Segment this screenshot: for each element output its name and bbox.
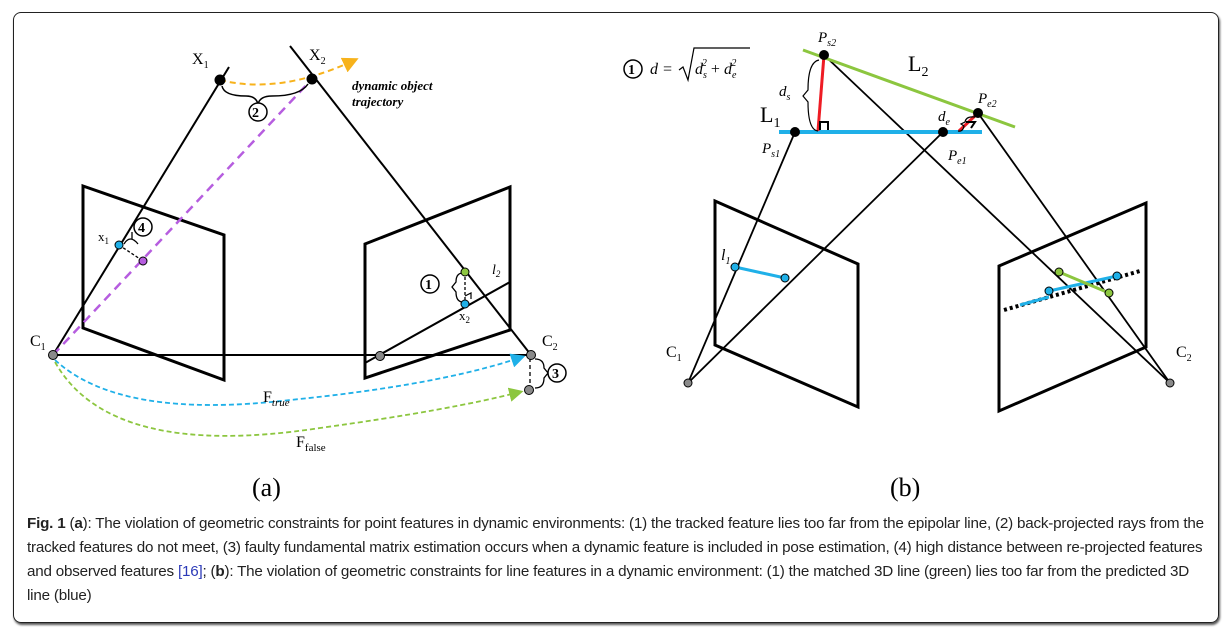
svg-text:3: 3 xyxy=(552,367,559,382)
svg-text:C1: C1 xyxy=(666,344,682,364)
svg-text:x1: x1 xyxy=(98,229,109,246)
panel-b xyxy=(623,47,1175,414)
svg-text:Ps1: Ps1 xyxy=(761,141,780,160)
svg-text:l2: l2 xyxy=(492,263,501,279)
svg-text:C1: C1 xyxy=(30,333,46,353)
panel-a-labels: 2 1 3 4 X1 X2 dynamic object trajectory … xyxy=(30,47,559,502)
point-X1 xyxy=(214,74,226,86)
brace-ds xyxy=(802,59,820,132)
panel-a-label: (a) xyxy=(252,473,281,502)
point-X2 xyxy=(306,73,318,85)
svg-text:dynamic object: dynamic object xyxy=(352,78,433,93)
svg-text:Pe2: Pe2 xyxy=(977,91,997,110)
svg-text:l1: l1 xyxy=(721,247,730,267)
svg-text:4: 4 xyxy=(138,221,145,236)
svg-text:C2: C2 xyxy=(542,333,558,353)
svg-text:ds2+de2: ds2+de2 xyxy=(695,58,737,81)
svg-text:1: 1 xyxy=(425,278,432,293)
point-x1 xyxy=(114,240,124,250)
f-false-curve xyxy=(54,361,524,437)
citation-link[interactable]: [16] xyxy=(177,563,203,580)
svg-text:de: de xyxy=(938,109,951,128)
brace-de xyxy=(957,116,976,132)
image-plane-left xyxy=(713,198,860,410)
svg-text:d =: d = xyxy=(650,61,673,78)
svg-text:X2: X2 xyxy=(309,47,326,67)
panel-b-labels: 1 d = ds2+de2 Ps2 L2 Pe2 L1 Ps1 Pe1 ds d… xyxy=(628,30,1192,502)
figure-frame xyxy=(13,12,1219,623)
image-plane-left xyxy=(81,183,226,383)
epipolar-line-l2 xyxy=(364,281,511,364)
camera-C2 xyxy=(526,350,536,360)
svg-text:trajectory: trajectory xyxy=(352,94,403,109)
panel-a xyxy=(48,45,567,437)
distance-ds xyxy=(816,54,826,132)
brace-1 xyxy=(451,272,464,303)
svg-text:L2: L2 xyxy=(908,51,928,80)
f-true-curve xyxy=(54,353,526,406)
sqrt-sign xyxy=(678,47,750,83)
panel-b-label: (b) xyxy=(890,473,920,502)
brace-2 xyxy=(221,83,309,105)
ray-c1-x1 xyxy=(52,66,230,356)
svg-text:Pe1: Pe1 xyxy=(947,148,967,167)
svg-text:C2: C2 xyxy=(1176,344,1192,364)
svg-text:2: 2 xyxy=(252,106,259,121)
reprojection-ray xyxy=(52,78,313,356)
figure-caption: Fig. 1 (a): The violation of geometric c… xyxy=(27,515,1204,604)
image-plane-right xyxy=(363,184,512,381)
tracked-point xyxy=(460,267,470,277)
epipole xyxy=(375,351,385,361)
point-x2 xyxy=(460,299,470,309)
ray-c2-x2 xyxy=(289,45,532,356)
svg-text:L1: L1 xyxy=(760,102,780,131)
svg-text:ds: ds xyxy=(779,84,791,103)
svg-text:1: 1 xyxy=(628,63,635,78)
camera-C2-false xyxy=(524,385,534,395)
svg-text:x2: x2 xyxy=(459,308,470,325)
svg-text:Ps2: Ps2 xyxy=(817,30,836,49)
brace-3 xyxy=(534,358,549,389)
svg-text:Ffalse: Ffalse xyxy=(296,434,326,454)
trajectory-arrow xyxy=(219,57,359,86)
brace-4 xyxy=(123,232,139,245)
svg-text:Ftrue: Ftrue xyxy=(263,389,290,409)
svg-text:X1: X1 xyxy=(192,51,209,71)
camera-C1 xyxy=(48,350,58,360)
image-plane-right xyxy=(997,200,1148,414)
reprojected-point xyxy=(138,256,148,266)
